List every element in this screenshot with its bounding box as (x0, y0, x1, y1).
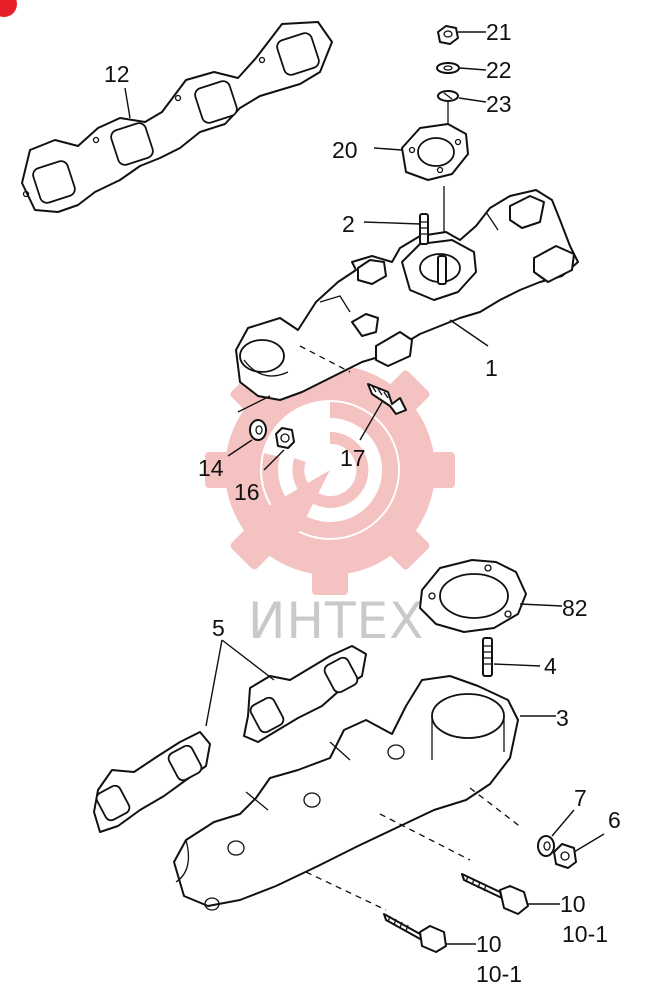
washer-22 (436, 62, 460, 74)
callout-2: 2 (342, 211, 355, 237)
callout-3: 3 (556, 705, 569, 731)
gasket-82 (419, 559, 527, 633)
washer-7 (537, 835, 555, 857)
bolt-17 (367, 383, 407, 415)
gasket-12 (21, 21, 333, 213)
callout-1: 1 (485, 355, 498, 381)
callout-12: 12 (104, 61, 130, 87)
washer-14 (249, 419, 267, 441)
nut-6 (553, 843, 577, 869)
exhaust-manifold-3 (173, 675, 519, 911)
callout-6: 6 (608, 807, 621, 833)
callout-82: 82 (562, 595, 588, 621)
nut-16 (275, 427, 295, 449)
watermark-gear-logo (205, 345, 455, 595)
callout-17: 17 (340, 445, 366, 471)
nut-21 (437, 25, 459, 45)
callout-21: 21 (486, 19, 512, 45)
bolt-10-upper (461, 873, 529, 915)
callout-4: 4 (544, 653, 557, 679)
watermark-text: ИНТЕХ (248, 592, 424, 650)
stud-2 (419, 213, 447, 285)
callout-10-1-upper: 10-1 (562, 921, 608, 947)
callout-20: 20 (332, 137, 358, 163)
callout-14: 14 (198, 455, 224, 481)
gasket-5-rear (243, 645, 367, 743)
callout-7: 7 (574, 785, 587, 811)
callout-16: 16 (234, 479, 260, 505)
bolt-10-lower (383, 913, 447, 953)
corner-marker (0, 0, 17, 17)
callout-10-1-lower: 10-1 (476, 961, 522, 987)
callout-22: 22 (486, 57, 512, 83)
gasket-20 (401, 123, 469, 181)
callout-10-upper: 10 (560, 891, 586, 917)
callout-10-lower: 10 (476, 931, 502, 957)
callout-5: 5 (212, 615, 225, 641)
stud-4 (482, 637, 493, 677)
washer-23 (437, 90, 459, 102)
callout-23: 23 (486, 91, 512, 117)
gasket-5-front (93, 731, 211, 833)
exhaust-manifold-1 (235, 189, 579, 401)
